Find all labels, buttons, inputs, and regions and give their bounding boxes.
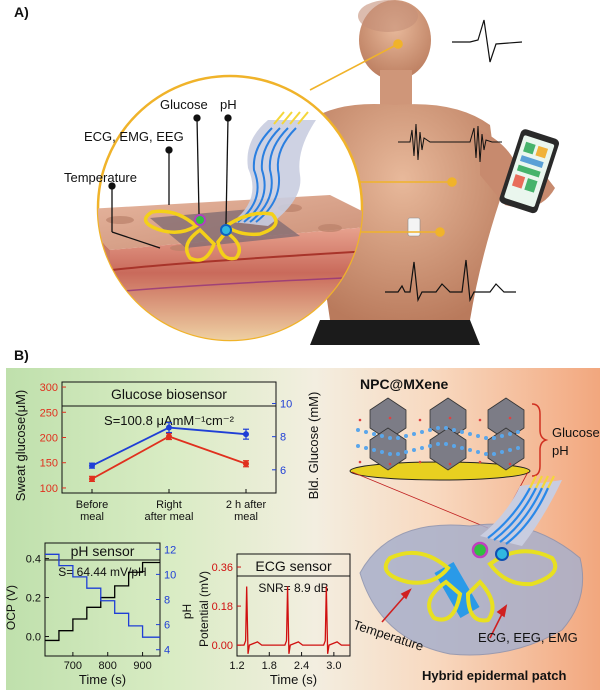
patch-illustration bbox=[349, 397, 584, 656]
glucose-data-point bbox=[89, 462, 95, 469]
ph-ylabel-right: pH bbox=[180, 604, 194, 619]
ecg-xtick-label: 1.2 bbox=[229, 660, 244, 672]
ecg-ytick-label: 0.18 bbox=[212, 601, 233, 613]
glucose-xtick-label: meal bbox=[80, 511, 104, 523]
ph-series-line-0 bbox=[45, 561, 160, 642]
ph-ytick-right-label: 4 bbox=[164, 645, 170, 657]
eeg-trace bbox=[452, 19, 523, 63]
glucose-xtick-label: 2 h after bbox=[226, 499, 267, 511]
ecg-chart-title: ECG sensor bbox=[255, 558, 332, 574]
smartphone-icon bbox=[499, 129, 560, 214]
ph-ytick-right-label: 10 bbox=[164, 569, 176, 581]
glucose-ytick-label: 150 bbox=[40, 458, 58, 470]
ecg-trace bbox=[385, 259, 516, 303]
ph-ylabel: OCP (V) bbox=[4, 585, 18, 630]
glucose-ytick-label: 250 bbox=[40, 407, 58, 419]
ecg-ytick-label: 0.00 bbox=[212, 640, 233, 652]
ecg-xlabel: Time (s) bbox=[270, 672, 317, 687]
glucose-ytick-right-label: 10 bbox=[280, 399, 292, 411]
glucose-data-point bbox=[243, 431, 249, 438]
ecg-ytick-label: 0.36 bbox=[212, 562, 233, 574]
bracket-label-ph: pH bbox=[552, 443, 569, 458]
bracket-label-glucose: Glucose bbox=[552, 425, 600, 440]
ph-xtick-label: 700 bbox=[64, 660, 82, 672]
ph-ytick-right-label: 8 bbox=[164, 595, 170, 607]
ecg-series-line bbox=[237, 586, 350, 654]
glucose-data-point bbox=[166, 424, 172, 431]
callout-temperature: Temperature bbox=[64, 170, 137, 185]
glucose-xtick-label: after meal bbox=[145, 511, 194, 523]
ph-xlabel: Time (s) bbox=[79, 672, 126, 687]
glucose-ytick-right-label: 8 bbox=[280, 432, 286, 444]
glucose-xtick-label: Right bbox=[156, 499, 182, 511]
ph-annotation: S= 64.44 mV/pH bbox=[58, 565, 146, 579]
patch-label-biopotential: ECG, EEG, EMG bbox=[478, 630, 578, 645]
ph-xtick-label: 900 bbox=[133, 660, 151, 672]
panel-a-illustration bbox=[96, 0, 560, 345]
glucose-data-point bbox=[243, 460, 249, 467]
glucose-chart-title: Glucose biosensor bbox=[111, 386, 227, 402]
ph-series-line-1 bbox=[45, 553, 160, 638]
connector-lines bbox=[309, 39, 457, 237]
glucose-annotation: S=100.8 μAmM⁻¹cm⁻² bbox=[104, 413, 235, 428]
ph-chart: pH sensor S= 64.44 mV/pH 0.0 0.2 0.4 4 6 8 10 12 7… bbox=[4, 542, 194, 687]
glucose-xtick-label: Before bbox=[76, 499, 108, 511]
glucose-series-line-0 bbox=[91, 435, 247, 480]
ecg-xtick-label: 1.8 bbox=[262, 660, 277, 672]
callout-glucose: Glucose bbox=[160, 97, 208, 112]
bracket bbox=[531, 403, 549, 477]
emg-trace bbox=[398, 123, 502, 163]
panel-b-label: B) bbox=[14, 347, 29, 363]
ecg-plot-frame bbox=[236, 553, 351, 657]
glucose-data-point bbox=[89, 475, 95, 482]
glucose-ytick-label: 300 bbox=[40, 382, 58, 394]
callout-pointers bbox=[108, 114, 232, 249]
ph-ytick-right-label: 6 bbox=[164, 620, 170, 632]
ph-chart-title: pH sensor bbox=[71, 543, 135, 559]
glucose-data-point bbox=[166, 433, 172, 440]
panel-a-label: A) bbox=[14, 4, 29, 20]
ecg-xtick-label: 2.4 bbox=[294, 660, 309, 672]
ecg-annotation: SNR= 8.9 dB bbox=[258, 581, 328, 595]
glucose-ytick-label: 200 bbox=[40, 433, 58, 445]
mxene-lattice bbox=[356, 397, 525, 471]
ph-xtick-label: 800 bbox=[99, 660, 117, 672]
ph-ytick-right-label: 12 bbox=[164, 544, 176, 556]
ph-ytick-label: 0.4 bbox=[26, 554, 41, 566]
ecg-ylabel: Potential (mV) bbox=[197, 571, 211, 647]
material-title: NPC@MXene bbox=[360, 376, 449, 392]
ecg-xtick-label: 3.0 bbox=[326, 660, 341, 672]
callout-ecg-emg-eeg: ECG, EMG, EEG bbox=[84, 129, 184, 144]
ph-ytick-label: 0.0 bbox=[26, 632, 41, 644]
callout-ph: pH bbox=[220, 97, 237, 112]
patch-title: Hybrid epidermal patch bbox=[422, 668, 567, 683]
glucose-ytick-right-label: 6 bbox=[280, 465, 286, 477]
glucose-ylabel: Sweat glucose(μM) bbox=[13, 390, 28, 502]
ph-ytick-label: 0.2 bbox=[26, 593, 41, 605]
hybrid-patch bbox=[359, 475, 584, 656]
glucose-ytick-label: 100 bbox=[40, 483, 58, 495]
glucose-xtick-label: meal bbox=[234, 511, 258, 523]
glucose-ylabel-right: Bld. Glucose (mM) bbox=[306, 392, 321, 500]
